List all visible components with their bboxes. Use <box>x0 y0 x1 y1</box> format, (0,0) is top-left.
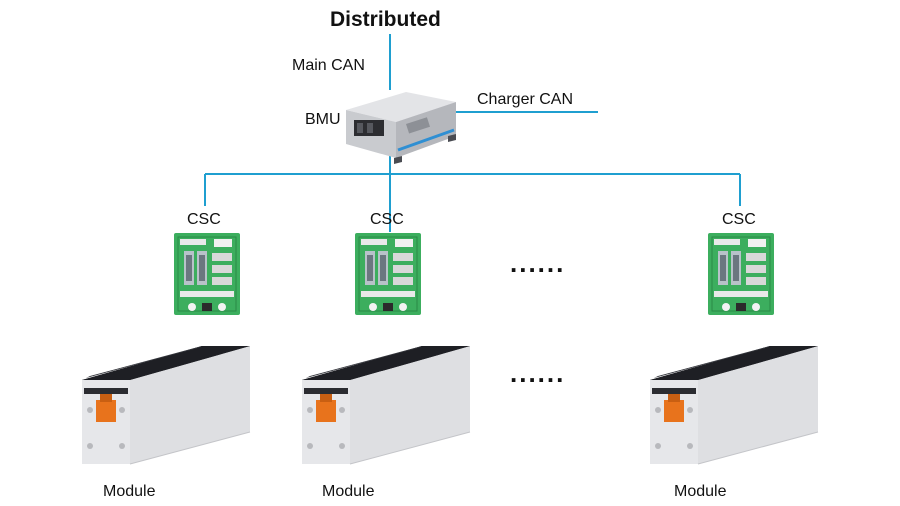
csc-label-3: CSC <box>722 211 756 228</box>
module-label-3: Module <box>674 483 727 500</box>
battery-module-3 <box>649 345 819 465</box>
main-can-label: Main CAN <box>292 57 365 74</box>
csc-ellipsis: ...... <box>510 248 566 278</box>
bmu-label: BMU <box>305 111 341 128</box>
battery-module-1 <box>81 345 251 465</box>
csc-board-2 <box>354 232 422 316</box>
diagram-title: Distributed <box>330 8 441 31</box>
bus-lines <box>204 34 741 232</box>
csc-label-1: CSC <box>187 211 221 228</box>
csc-board-1 <box>173 232 241 316</box>
module-ellipsis: ...... <box>510 358 566 388</box>
charger-can-label: Charger CAN <box>477 91 574 108</box>
csc-label-2: CSC <box>370 211 404 228</box>
module-label-2: Module <box>322 483 375 500</box>
battery-module-2 <box>301 345 471 465</box>
bmu-device <box>346 92 456 164</box>
csc-board-3 <box>707 232 775 316</box>
module-label-1: Module <box>103 483 156 500</box>
